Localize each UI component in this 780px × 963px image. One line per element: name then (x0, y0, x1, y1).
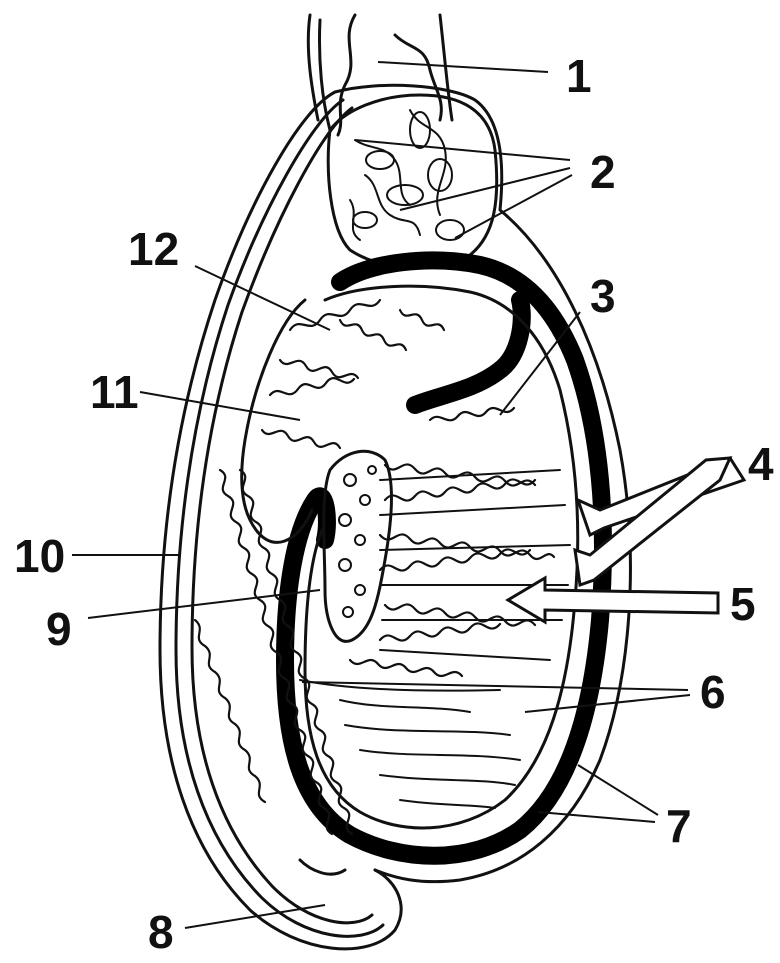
label-5: 5 (730, 578, 756, 630)
arrow-5 (508, 578, 718, 622)
label-4: 4 (748, 438, 774, 490)
label-12: 12 (128, 223, 179, 275)
pampiniform-plexus (328, 95, 497, 268)
label-2: 2 (590, 146, 616, 198)
label-3: 3 (590, 270, 616, 322)
label-8: 8 (148, 906, 174, 958)
label-10: 10 (14, 530, 65, 582)
label-7: 7 (666, 800, 692, 852)
seminiferous-tubules (262, 300, 570, 676)
label-11: 11 (90, 366, 139, 418)
label-1: 1 (566, 50, 592, 102)
label-6: 6 (700, 666, 726, 718)
spermatic-cord (308, 15, 452, 135)
label-9: 9 (46, 603, 72, 655)
